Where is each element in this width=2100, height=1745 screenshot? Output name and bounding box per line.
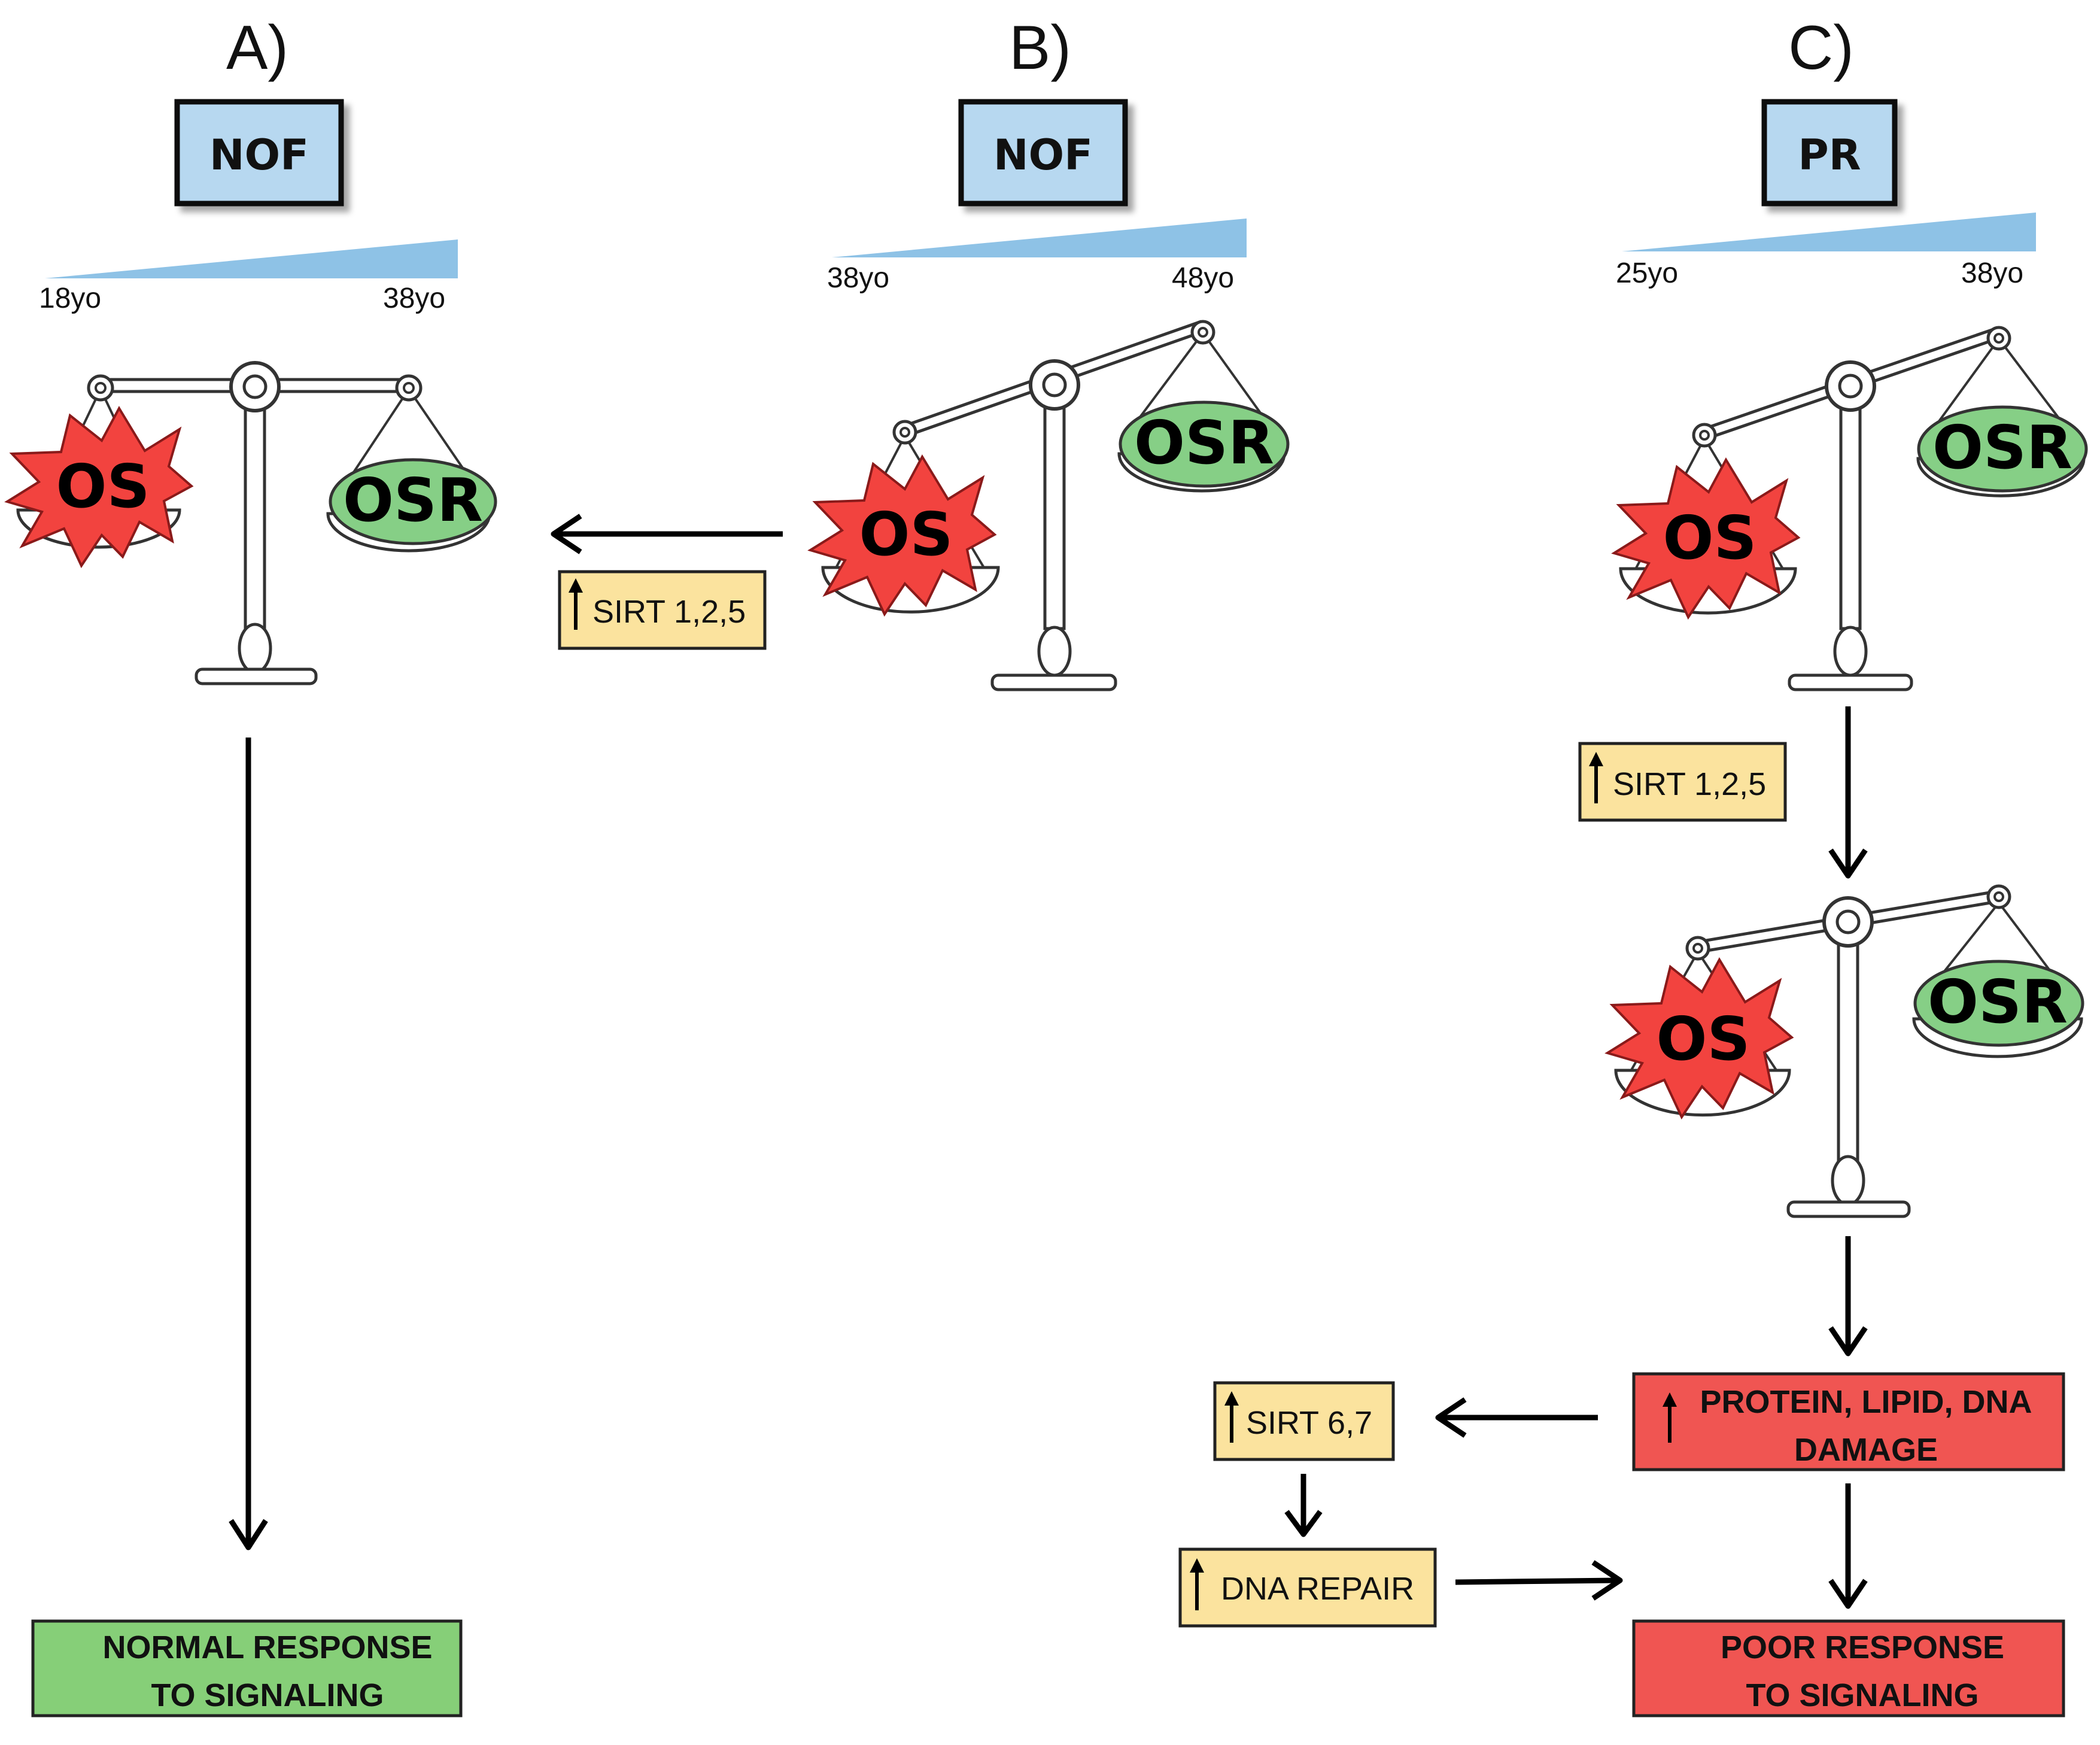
osr-label: OSR — [343, 465, 483, 535]
panel-a: A) NOF 18yo 38yo OS — [6, 13, 497, 1717]
poor-response-box: POOR RESPONSE TO SIGNALING — [1632, 1619, 2065, 1717]
panel-b: B) NOF 38yo 48yo OS — [551, 13, 1290, 691]
up-arrow-icon — [569, 578, 583, 630]
balance-scale: OS OSR — [1613, 326, 2088, 691]
normal-response-box: NORMAL RESPONSE TO SIGNALING — [31, 1619, 463, 1717]
panel-c-tag: PR — [1761, 99, 1898, 207]
poor-response-line1: POOR RESPONSE — [1721, 1629, 2004, 1665]
tag-box — [1761, 99, 1898, 207]
sirt125-box-b: SIRT 1,2,5 — [558, 570, 767, 650]
os-label: OS — [56, 451, 150, 521]
balance-scale: OS OSR — [6, 361, 497, 685]
panel-a-age-end: 38yo — [383, 283, 445, 314]
os-label: OS — [1656, 1004, 1750, 1074]
panel-c-age-start: 25yo — [1616, 257, 1678, 289]
panel-a-letter: A) — [226, 13, 288, 83]
normal-response-line2: TO SIGNALING — [151, 1677, 384, 1713]
poor-response-line2: TO SIGNALING — [1746, 1677, 1979, 1713]
arrow-sirt67-down — [1284, 1474, 1323, 1537]
arrow-damage-down — [1828, 1483, 1868, 1609]
normal-response-line1: NORMAL RESPONSE — [102, 1629, 432, 1665]
panel-b-age-start: 38yo — [827, 262, 889, 294]
sirt67-box: SIRT 6,7 — [1213, 1381, 1395, 1461]
arrow-a-down — [229, 738, 268, 1550]
tag-box — [958, 99, 1128, 207]
panel-a-tag-label: NOF — [209, 131, 309, 180]
balance-scale: OS OSR — [1606, 884, 2084, 1218]
dna-repair-label: DNA REPAIR — [1221, 1571, 1414, 1607]
osr-pan — [1913, 960, 2084, 1047]
osr-pan — [1119, 400, 1290, 488]
damage-box: PROTEIN, LIPID, DNA DAMAGE — [1632, 1372, 2065, 1471]
panel-b-letter: B) — [1009, 13, 1071, 83]
up-arrow-icon — [1190, 1558, 1204, 1610]
osr-label: OSR — [1928, 967, 2068, 1037]
arrow-damage-to-sirt67 — [1435, 1397, 1598, 1438]
age-ramp — [1622, 213, 2036, 251]
panel-c-tag-label: PR — [1798, 131, 1861, 180]
panel-c: C) PR 25yo 38yo — [1178, 13, 2088, 1717]
panel-a-age-start: 18yo — [39, 283, 101, 314]
osr-label: OSR — [1932, 412, 2072, 482]
panel-b-tag-label: NOF — [993, 131, 1093, 180]
balance-scale: OS OSR — [809, 320, 1290, 691]
sirt125-label: SIRT 1,2,5 — [592, 594, 746, 630]
arrow-c-down-2 — [1828, 1236, 1868, 1356]
panel-c-age-end: 38yo — [1961, 257, 2023, 289]
osr-label: OSR — [1134, 408, 1274, 478]
up-arrow-icon — [1224, 1391, 1239, 1443]
panel-b-age-end: 48yo — [1172, 262, 1234, 294]
panel-b-tag: NOF — [958, 99, 1128, 207]
age-ramp — [45, 239, 458, 278]
dna-repair-box: DNA REPAIR — [1178, 1547, 1437, 1628]
panel-c-letter: C) — [1788, 13, 1854, 83]
sirt67-label: SIRT 6,7 — [1246, 1405, 1372, 1441]
damage-line1: PROTEIN, LIPID, DNA — [1700, 1384, 2032, 1420]
tag-box — [174, 99, 344, 207]
up-arrow-icon — [1589, 752, 1603, 803]
osr-pan — [1917, 405, 2088, 493]
arrow-b-to-a — [551, 514, 783, 554]
os-label: OS — [1663, 503, 1756, 573]
panel-a-tag: NOF — [174, 99, 344, 207]
arrow-dna-repair-to-poor — [1455, 1560, 1623, 1601]
sirt125-label: SIRT 1,2,5 — [1613, 766, 1766, 802]
damage-line2: DAMAGE — [1794, 1432, 1938, 1468]
sirt125-box-c: SIRT 1,2,5 — [1578, 742, 1787, 822]
up-arrow-icon — [1663, 1392, 1677, 1443]
arrow-c-down-1 — [1828, 706, 1868, 879]
age-ramp — [832, 218, 1247, 257]
os-label: OS — [859, 499, 953, 569]
osr-pan — [329, 458, 497, 545]
